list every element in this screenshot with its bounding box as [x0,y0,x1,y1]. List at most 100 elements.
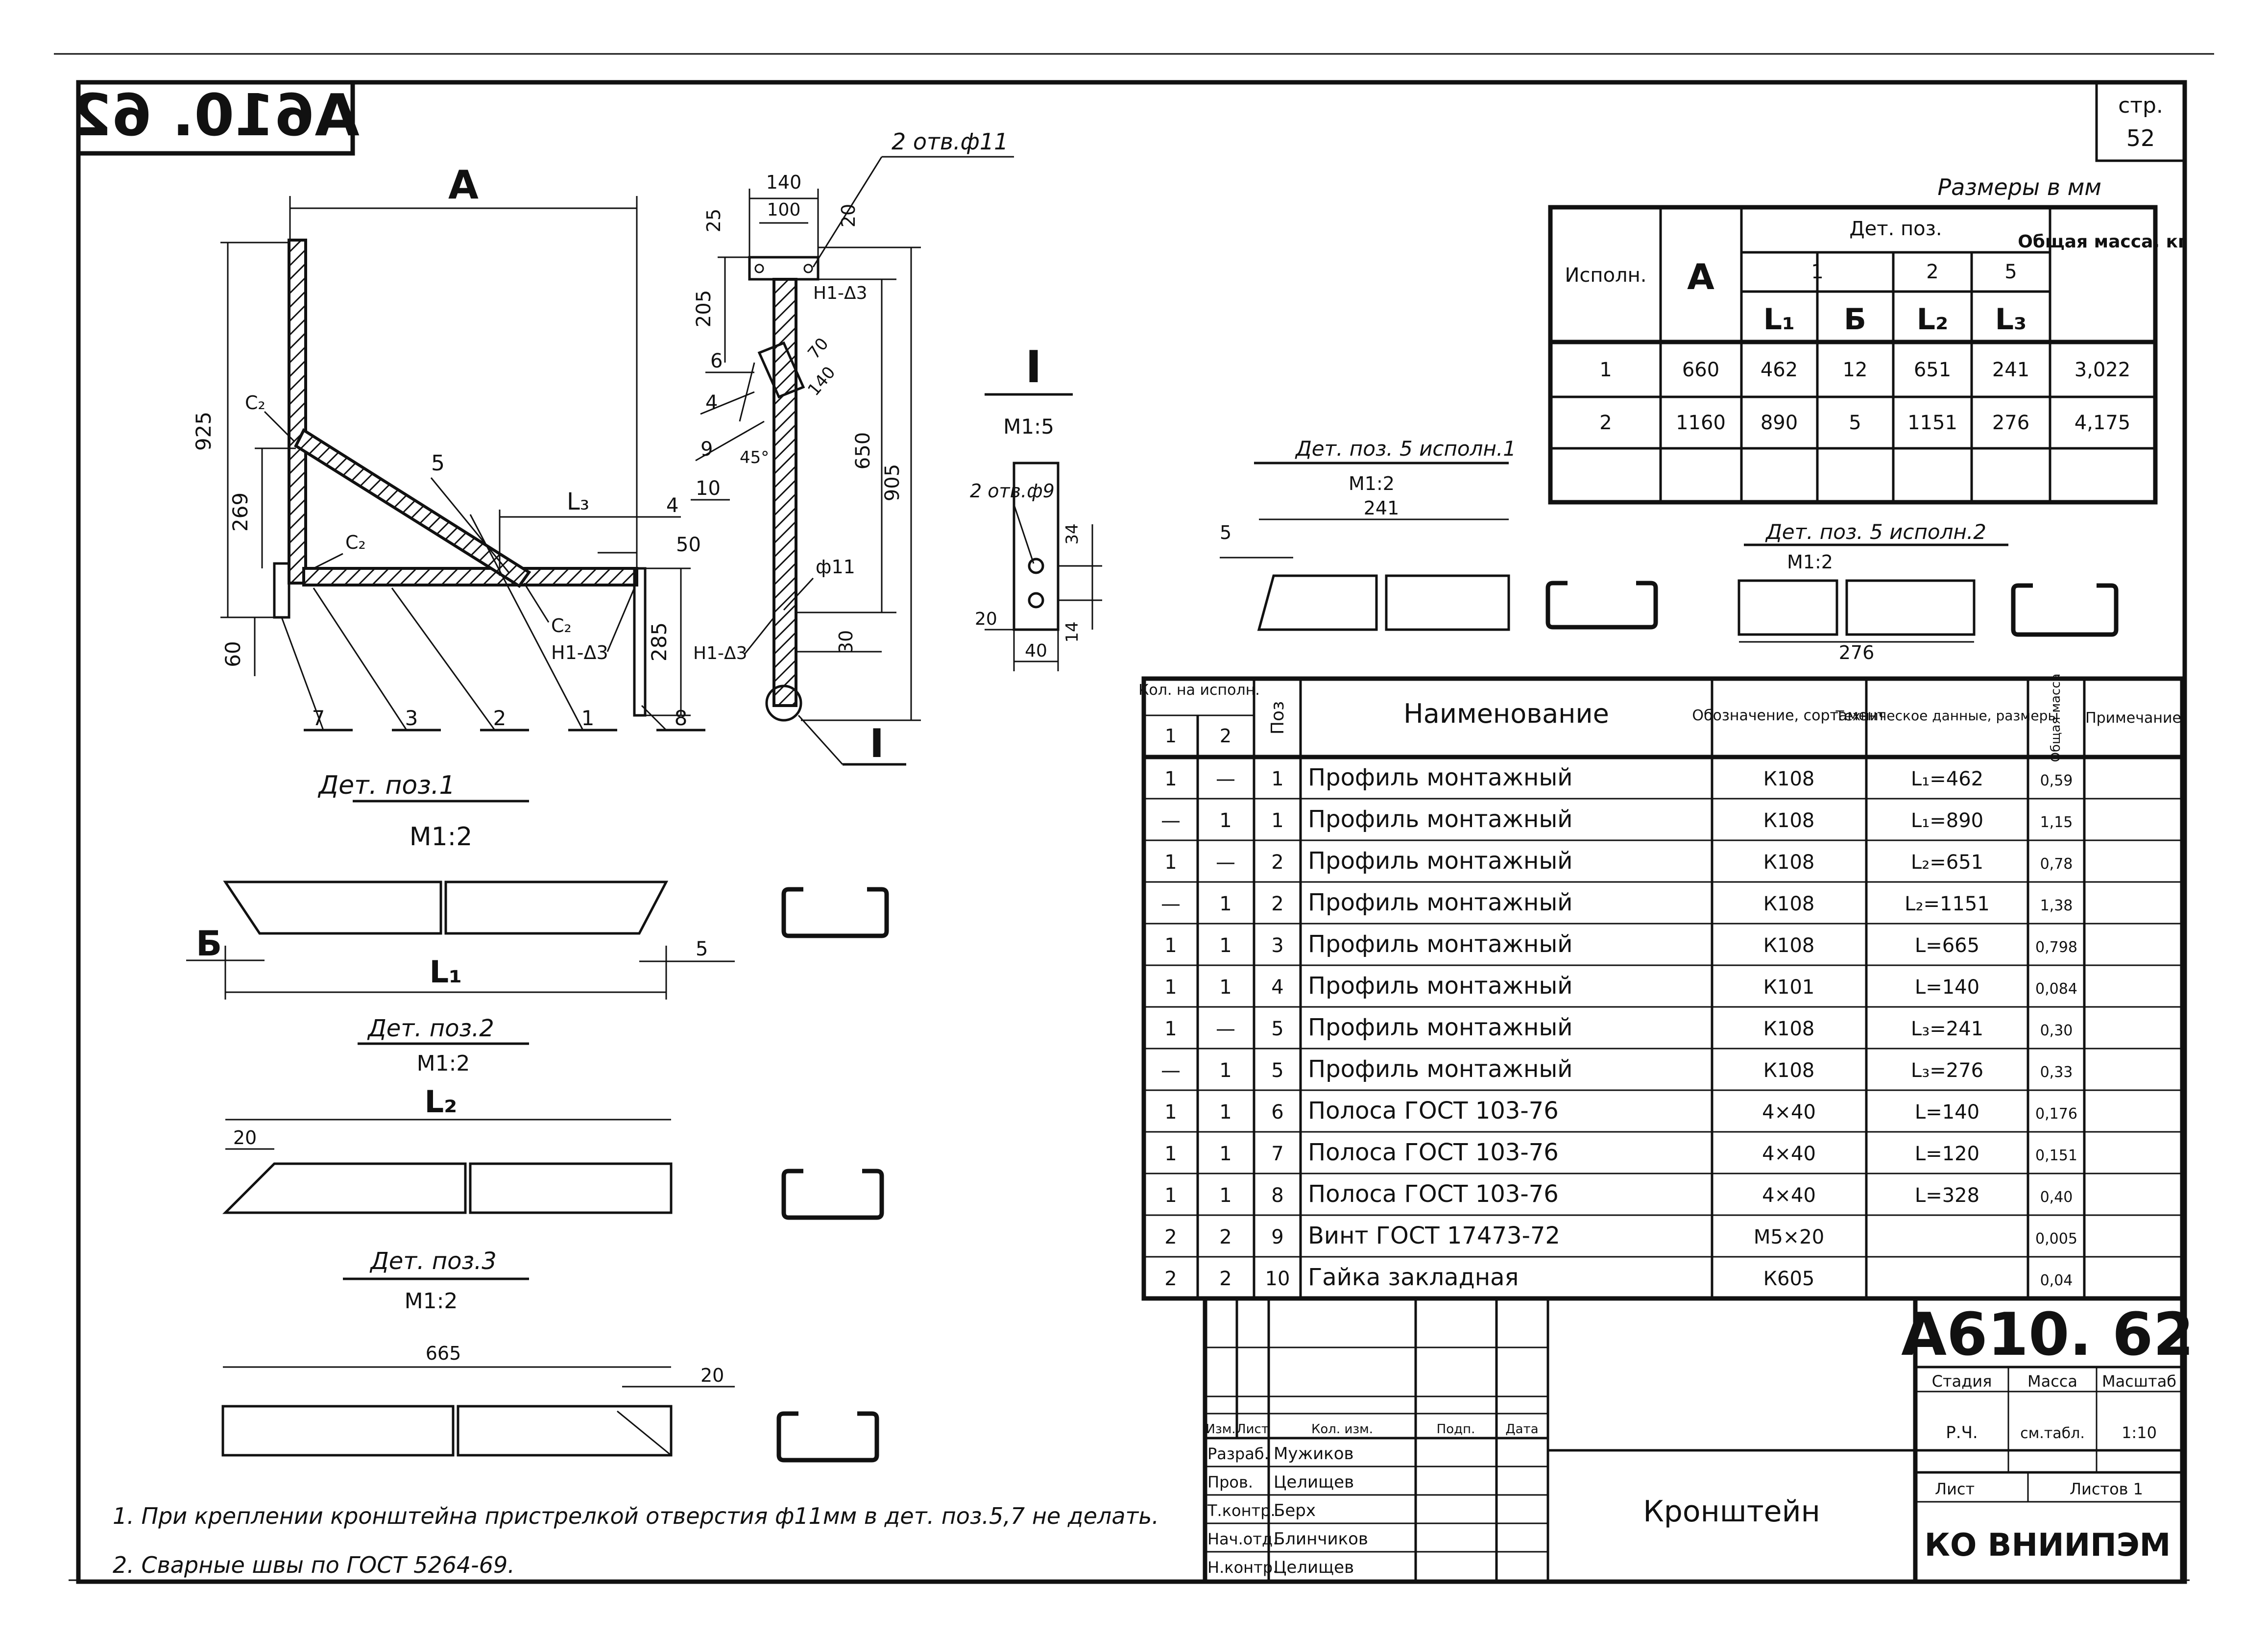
section-mark-I: I [869,721,884,766]
spec-cell: 2 [1219,1226,1231,1248]
spec-header-desig: Обозначение, сортамент [1692,707,1885,724]
dim-25: 25 [703,209,724,232]
det2-scale: М1:2 [417,1051,470,1076]
spec-cell: L₁=890 [1911,809,1983,832]
table-col-L3: L₃ [1995,302,2027,337]
spec-cell: 1 [1164,1101,1177,1124]
dim-table-cell: 5 [1849,412,1861,434]
title-org: КО ВНИИПЭМ [1925,1527,2171,1564]
spec-cell: 1 [1164,768,1177,790]
spec-cell: 2 [1164,1226,1177,1248]
spec-cell: 0,04 [2040,1272,2073,1289]
spec-cell: L=140 [1915,1101,1979,1124]
det2: Дет. поз.2 М1:2 L₂ 20 [222,1015,884,1220]
spec-table: Кол. на исполн. 1 2 Поз Наименование Обо… [1138,674,2185,1301]
dim-285: 285 [647,622,671,661]
det5-v2-scale: М1:2 [1787,551,1833,573]
det2-20: 20 [233,1127,257,1149]
spec-cell: К605 [1763,1268,1815,1290]
dim-30: 30 [835,630,857,654]
dim-table-cell: 462 [1761,359,1798,381]
spec-cell: L₂=1151 [1905,893,1990,915]
spec-header-name: Наименование [1403,698,1609,729]
spec-cell: 1 [1271,809,1283,832]
spec-cell: 0,33 [2040,1064,2073,1081]
title-person: Берх [1274,1501,1316,1520]
spec-cell: 6 [1271,1101,1283,1124]
det5-v1-title: Дет. поз. 5 исполн.1 [1295,437,1516,461]
units-note: Размеры в мм [1937,174,2101,200]
holes-label: 2 отв.ф11 [892,128,1008,155]
spec-cell: Профиль монтажный [1308,806,1572,833]
spec-cell: К108 [1763,1059,1815,1082]
table-header-A: A [1687,256,1714,297]
dim-table-cell: 890 [1761,412,1798,434]
spec-cell: 0,40 [2040,1189,2073,1206]
spec-cell: — [1216,768,1235,790]
spec-cell: 7 [1271,1143,1283,1165]
spec-cell: 2 [1219,1268,1231,1290]
page-number-box: стр. 52 [2095,81,2186,162]
spec-cell: Профиль монтажный [1308,847,1572,875]
spec-cell: L=140 [1915,976,1979,999]
table-header-parts: Дет. поз. [1849,218,1942,240]
spec-cell: 9 [1271,1226,1283,1248]
title-role: Нач.отд. [1207,1530,1278,1548]
weld-c2-a: C₂ [245,392,265,414]
dim-140-top: 140 [766,171,802,193]
table-col-B: Б [1844,302,1866,337]
title-role: Пров. [1207,1473,1253,1491]
title-code: А610. 62 [1901,1301,2194,1369]
spec-cell: Профиль монтажный [1308,930,1572,958]
spec-cell: 1 [1219,1059,1231,1082]
det1: Дет. поз.1 М1:2 Б L₁ 5 [186,771,889,1000]
title-person: Мужиков [1274,1444,1354,1464]
spec-cell: 1,15 [2040,814,2073,831]
spec-cell: 4×40 [1762,1143,1816,1165]
spec-cell: — [1161,893,1181,915]
det1-title: Дет. поз.1 [317,771,455,800]
det3-665: 665 [426,1343,461,1364]
table-col-L2: L₂ [1917,302,1949,337]
spec-cell: L₃=276 [1911,1059,1983,1082]
det5-v1-5: 5 [1220,522,1231,543]
spec-cell: 0,176 [2035,1105,2077,1123]
spec-cell: L₁=462 [1911,768,1983,790]
page-label: стр. [2118,93,2163,118]
dim-50: 50 [676,534,701,556]
main-view: A 925 269 60 C₂ C₂ C₂ H1-Δ3 5 L₃ 4 50 [192,162,705,732]
side-profile [772,278,797,707]
title-role: Т.контр. [1207,1501,1276,1520]
title-col-header: Изм. [1206,1422,1235,1437]
det5-v2-276: 276 [1839,642,1875,663]
det1-L1: L₁ [430,954,462,990]
spec-cell: 8 [1271,1184,1283,1207]
title-role: Н.контр. [1207,1558,1278,1577]
dim-table-cell: 241 [1992,359,2029,381]
dim-table-cell: 2 [1599,412,1612,434]
pos-4: 4 [705,391,718,414]
title-block: А610. 62 Стадия Масса Масштаб Р.Ч. см.та… [1203,1296,2194,1584]
wall-plate [273,562,290,619]
detail-I-34: 34 [1062,523,1082,544]
spec-cell: Полоса ГОСТ 103-76 [1308,1097,1559,1125]
title-col-header: Подп. [1437,1422,1475,1437]
title-col-header: Дата [1505,1422,1538,1437]
dim-70: 70 [804,334,832,363]
horizontal-profile [302,567,638,587]
callout-2: 2 [493,706,507,730]
spec-cell: L=665 [1915,934,1979,957]
dim-table-cell: 12 [1843,359,1868,381]
detail-I-20: 20 [975,609,997,629]
angle-45: 45° [740,448,769,467]
dim-60: 60 [221,641,245,667]
dim-905: 905 [881,464,904,501]
spec-cell: — [1216,851,1235,874]
det3: Дет. поз.3 М1:2 665 20 [221,1247,879,1463]
dim-table-cell: 4,175 [2075,412,2131,434]
weld-top: H1-Δ3 [813,283,868,303]
note-2: 2. Сварные швы по ГОСТ 5264-69. [113,1552,515,1578]
title-stage: Р.Ч. [1946,1423,1978,1442]
spec-cell: 3 [1271,934,1283,957]
spec-cell: L=120 [1915,1143,1979,1165]
